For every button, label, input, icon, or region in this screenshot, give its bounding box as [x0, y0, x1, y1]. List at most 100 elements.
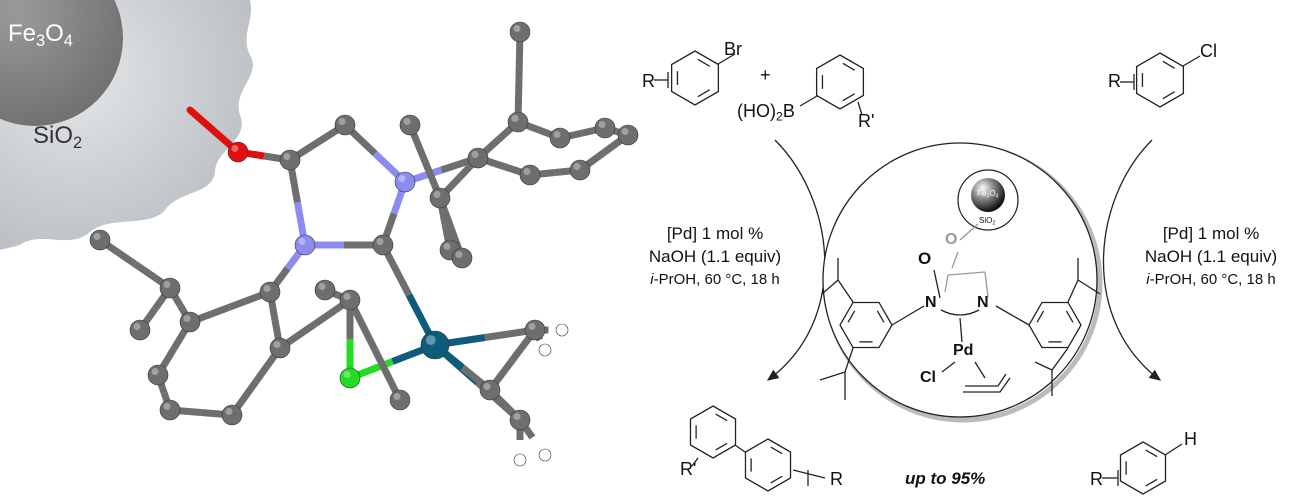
catalyst-aryl-left — [839, 301, 893, 349]
carbon-atom — [179, 311, 201, 333]
bond-line — [959, 317, 963, 343]
boronic-acid-label: (HO)2B — [737, 101, 795, 124]
carbon-atom — [221, 404, 243, 426]
chloride-label: Cl — [920, 369, 936, 386]
aryl-bromide-ring — [670, 50, 720, 106]
atom-highlight — [598, 121, 606, 128]
double-bond — [697, 58, 711, 67]
boronic-acid-R: R' — [858, 111, 875, 131]
double-bond — [715, 413, 728, 422]
atom-highlight — [398, 175, 406, 182]
atom-highlight — [443, 243, 451, 250]
bond-line — [1182, 55, 1201, 67]
carbon-atom — [129, 319, 151, 341]
atom-highlight — [541, 450, 546, 455]
allyl-ligand — [963, 377, 1011, 393]
carbon-atom — [314, 279, 336, 301]
double-bond — [697, 89, 711, 98]
isopropyl — [1034, 361, 1053, 371]
product-right-H: H — [1184, 429, 1197, 449]
bond-line — [717, 53, 736, 65]
shell-label: SiO2 — [33, 122, 83, 152]
carbon-atom — [519, 164, 541, 186]
carbon-atom — [89, 229, 111, 251]
carbene-arc — [940, 309, 980, 316]
atom-highlight — [298, 238, 306, 245]
ring-bond — [984, 271, 989, 298]
catalyst-core-label: Fe3O4 — [977, 189, 999, 200]
isopropyl — [1067, 279, 1079, 303]
carbon-atom — [259, 281, 281, 303]
palladium-atom — [420, 330, 450, 360]
product-left-Rprime: R' — [680, 459, 697, 479]
isopropyl — [844, 347, 854, 373]
isopropyl — [1077, 279, 1101, 295]
catalyst-circle — [822, 142, 1098, 418]
double-bond — [1065, 310, 1074, 323]
bond-line — [1164, 443, 1183, 456]
atom-highlight — [483, 383, 491, 390]
reaction-arrow-right — [1102, 139, 1162, 381]
conditions-right: [Pd] 1 mol % NaOH (1.1 equiv) i-PrOH, 60… — [1144, 224, 1278, 288]
carbonyl-oxygen: O — [918, 249, 932, 268]
atom-highlight — [511, 115, 519, 122]
atom-highlight — [163, 403, 171, 410]
reactant-right-R: R — [1108, 71, 1121, 91]
carbon-atom — [339, 289, 361, 311]
atom-highlight — [273, 341, 281, 348]
atom-highlight — [513, 413, 521, 420]
support-sphere — [971, 178, 1005, 212]
isopropyl — [837, 279, 854, 303]
atom-highlight — [225, 408, 233, 415]
isopropyl — [821, 279, 839, 295]
atom-highlight — [163, 281, 171, 288]
carbon-atom — [509, 409, 531, 431]
atom-highlight — [338, 118, 346, 125]
atom-highlight — [133, 323, 141, 330]
carbon-atom — [399, 114, 421, 136]
atom-highlight — [528, 323, 536, 330]
isopropyl — [1051, 347, 1069, 371]
linker — [951, 251, 959, 269]
catalyst-shell-label: SiO2 — [979, 216, 996, 227]
carbon-atom — [507, 111, 529, 133]
carbon-atom — [147, 364, 169, 386]
atom-highlight — [553, 131, 561, 138]
carbon-atom — [159, 277, 181, 299]
isopropyl — [819, 371, 846, 381]
boronic-acid-ring — [815, 54, 865, 110]
carbon-atom — [479, 379, 501, 401]
atom-highlight — [516, 455, 521, 460]
bond-line — [691, 457, 699, 467]
atom-highlight — [541, 345, 546, 350]
double-bond — [847, 310, 856, 323]
chlorine-atom — [339, 367, 361, 389]
carbon-atom — [617, 124, 639, 146]
atom-highlight — [573, 163, 581, 170]
double-bond — [715, 442, 728, 451]
atom-highlight — [318, 283, 326, 290]
double-bond — [1162, 91, 1176, 100]
hydrogen-atom — [555, 323, 569, 337]
carbon-atom — [334, 114, 356, 136]
nitrogen-right: N — [977, 294, 989, 311]
atom-highlight — [343, 371, 351, 378]
double-bond — [770, 475, 783, 484]
bond-line — [734, 444, 746, 453]
carbon-atom — [569, 159, 591, 181]
reactant-left-Br: Br — [724, 39, 742, 59]
ring-bond — [944, 274, 949, 293]
hydrogen-atom — [538, 448, 552, 462]
carbon-atom — [509, 21, 531, 43]
atom-highlight — [93, 233, 101, 240]
product-right-R: R — [1090, 469, 1103, 489]
double-bond — [842, 62, 856, 71]
double-bond — [770, 446, 783, 455]
nitrogen-atom — [394, 171, 416, 193]
oxygen-silica-bond — [186, 106, 242, 156]
ring-bond — [947, 271, 986, 276]
double-bond — [1162, 60, 1176, 69]
double-bond — [842, 93, 856, 102]
